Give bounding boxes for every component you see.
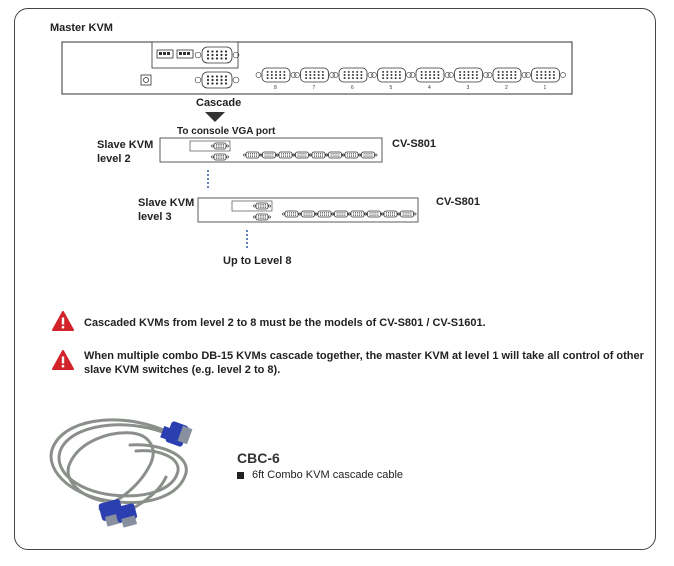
usb-port-icon [176,49,194,59]
cascade-vga-port-icon [194,71,240,89]
product-description-text: 6ft Combo KVM cascade cable [252,469,404,481]
content-frame [14,8,656,550]
pc-vga-port-icon [381,210,400,218]
port-number-label: 8 [274,85,277,91]
product-description: 6ft Combo KVM cascade cable [237,469,403,481]
console-vga-label: To console VGA port [177,126,276,137]
power-jack-icon [140,74,152,86]
cascade-label: Cascade [196,97,242,109]
pc-vga-port-icon [282,210,301,218]
pc-vga-port-icon [298,210,318,218]
pc-vga-port-icon [364,210,384,218]
pc-vga-port-icon [409,67,451,83]
warning-icon [52,311,74,331]
slave-level3-label: Slave KVM level 3 [138,197,195,223]
pc-vga-port-icon [342,151,361,159]
pc-vga-port-icon [486,67,528,83]
pc-vga-port-icon [292,151,312,159]
pc-vga-port-icon [348,210,367,218]
warning-text: When multiple combo DB-15 KVMs cascade t… [84,350,644,376]
port-number-label: 6 [351,85,354,91]
vga-port-icon [194,46,240,64]
vga-connector-icon [160,421,193,447]
vga-connector-icon [98,499,138,528]
cascade-arrow-icon [205,112,225,122]
cascade-cable-image [49,418,193,528]
slave-console-panel [189,140,231,152]
warning-text: Cascaded KVMs from level 2 to 8 must be … [84,317,486,329]
pc-vga-port-icon [309,151,328,159]
port-number-label: 3 [466,85,470,91]
pc-vga-port-icon [276,151,295,159]
port-number-label: 4 [428,85,431,91]
cascade-vga-port-icon [253,213,271,221]
pc-vga-port-icon [325,151,345,159]
pc-vga-port-icon [243,151,262,159]
pc-vga-port-icon [315,210,334,218]
slave-level3-model: CV-S801 [436,196,481,208]
slave-kvm-level3-device [197,197,419,223]
product-name: CBC-6 [237,450,280,466]
slave-level2-label: Slave KVM level 2 [97,139,154,165]
up-to-level-label: Up to Level 8 [223,255,292,267]
cascade-diagram [61,41,573,248]
pc-vga-port-icon [259,151,279,159]
port-number-label: 1 [543,85,547,91]
pc-vga-port-icon [294,67,335,83]
cascade-vga-port-icon [211,153,229,161]
pc-vga-port-icon [525,67,566,83]
warning-icon [52,350,74,370]
port-number-label: 5 [389,85,393,91]
bullet-square-icon [237,471,244,479]
pc-vga-port-icon [255,67,297,83]
port-number-label: 7 [312,85,316,91]
master-kvm-label: Master KVM [50,22,113,34]
slave-console-panel [231,200,273,212]
usb-port-icon [156,49,174,59]
pc-vga-port-icon [448,67,489,83]
pc-vga-port-icon [397,210,417,218]
pc-vga-port-icon [332,67,374,83]
port-number-label: 2 [505,85,508,91]
pc-vga-port-icon [371,67,412,83]
pc-vga-port-icon [358,151,378,159]
slave-level2-model: CV-S801 [392,138,437,150]
pc-vga-port-icon [331,210,351,218]
